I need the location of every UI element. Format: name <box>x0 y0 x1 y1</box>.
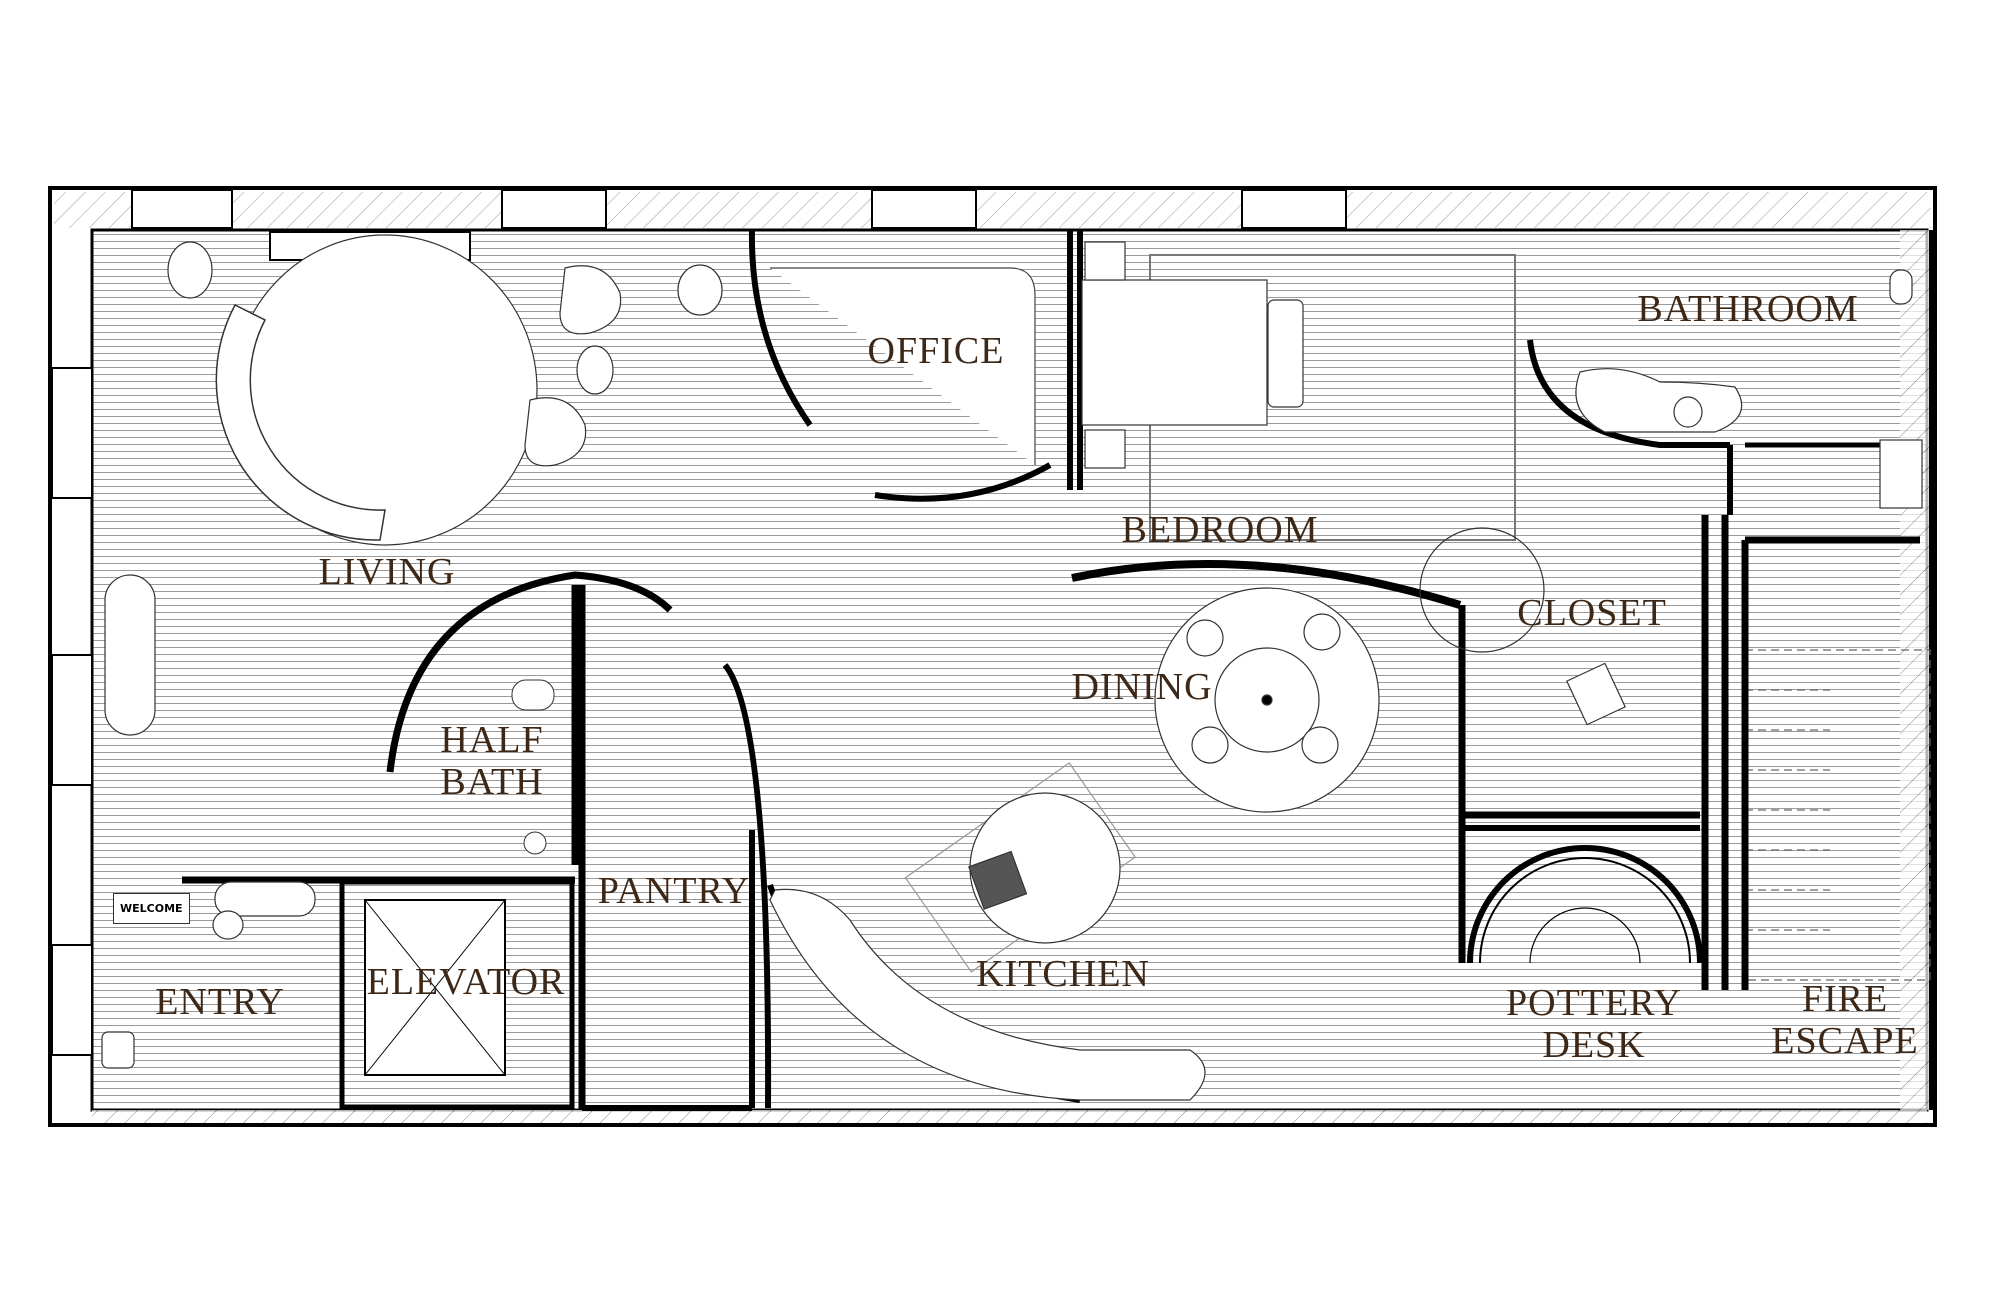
room-label-bathroom: BATHROOM <box>1637 288 1859 331</box>
living-furniture <box>104 231 723 736</box>
room-label-elevator: ELEVATOR <box>366 961 566 1004</box>
room-label-closet: CLOSET <box>1517 592 1667 635</box>
toilet <box>1889 269 1913 305</box>
office-walls <box>748 229 1083 502</box>
room-label-pantry: PANTRY <box>597 870 751 913</box>
welcome-mat: WELCOME <box>113 893 190 924</box>
room-label-kitchen: KITCHEN <box>976 953 1150 996</box>
closet-chair <box>1566 662 1626 726</box>
sink-bowl <box>1673 396 1703 428</box>
room-label-pottery-desk: POTTERY DESK <box>1506 982 1682 1066</box>
room-label-dining: DINING <box>1071 666 1213 709</box>
room-label-half-bath: HALF BATH <box>440 719 544 803</box>
bedroom-curved-wall <box>1071 560 1462 609</box>
room-label-office: OFFICE <box>867 330 1005 373</box>
kitchen-island-counter <box>769 888 1206 1101</box>
room-label-bedroom: BEDROOM <box>1121 509 1319 552</box>
entry <box>101 881 316 1069</box>
room-label-fire-escape: FIRE ESCAPE <box>1771 978 1919 1062</box>
windows <box>51 189 1347 1056</box>
kitchen-island <box>904 762 1137 973</box>
half-bath-toilet <box>511 679 555 711</box>
half-bath-sink <box>523 831 547 855</box>
pottery-desk <box>1462 825 1703 964</box>
pantry-walls <box>579 600 772 1111</box>
dining-table <box>1154 587 1380 813</box>
elevator <box>339 879 575 1110</box>
room-label-living: LIVING <box>318 551 456 594</box>
closet-walls <box>1458 515 1729 990</box>
room-label-entry: ENTRY <box>155 981 285 1024</box>
closet-door-swing <box>1419 527 1545 653</box>
bedroom-furniture <box>1081 241 1516 541</box>
shower-bench <box>1879 439 1923 509</box>
office-desk <box>770 267 1036 465</box>
